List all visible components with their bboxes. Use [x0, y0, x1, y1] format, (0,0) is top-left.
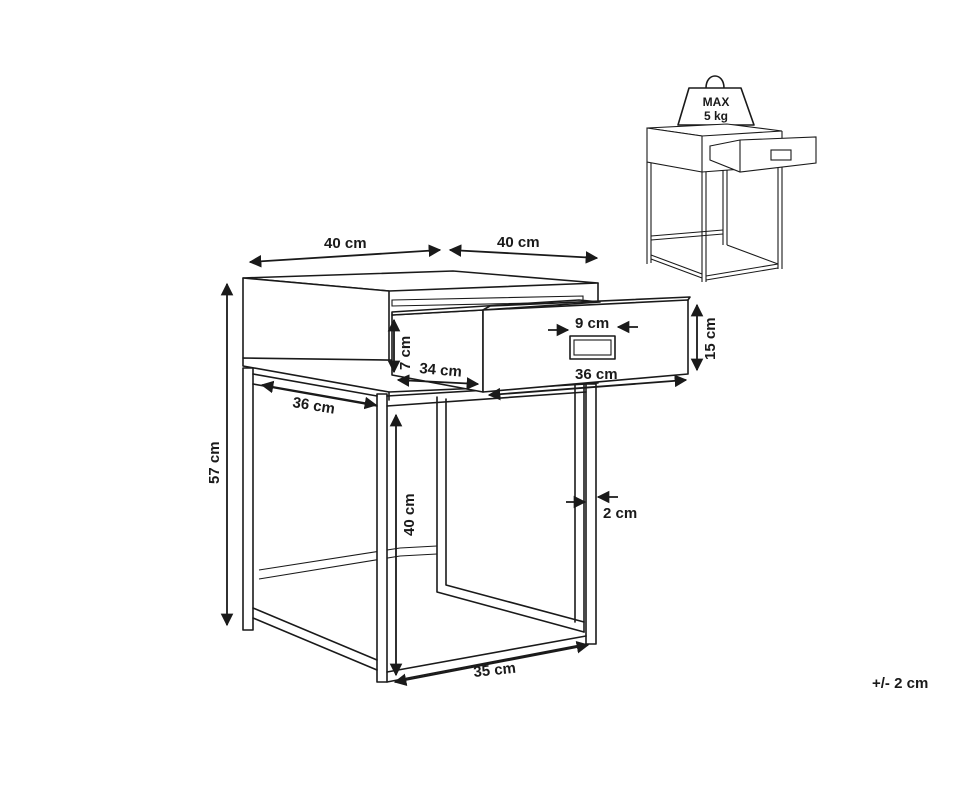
shelf-depth-label: 36 cm	[291, 394, 336, 417]
back-frame	[258, 379, 585, 633]
top-depth-arrow	[448, 244, 599, 264]
dimension-arrows	[220, 244, 704, 687]
top-box	[242, 270, 599, 385]
drawer-width-label: 36 cm	[575, 366, 618, 383]
base-width-label: 35 cm	[473, 660, 517, 681]
top-depth-label: 40 cm	[497, 234, 540, 251]
top-width-label: 40 cm	[324, 235, 367, 252]
weight-max-label: MAX	[703, 95, 730, 109]
drawer	[391, 296, 691, 393]
drawer-width-arrow	[487, 374, 688, 401]
reference-illustration: MAX 5 kg	[646, 75, 817, 282]
drawer-handle	[569, 335, 616, 360]
weight-icon: MAX 5 kg	[677, 75, 755, 126]
drawer-inner-depth-label: 34 cm	[419, 360, 463, 381]
mini-table	[646, 123, 817, 282]
leg-height-label: 40 cm	[401, 493, 418, 536]
drawer-inner-depth-arrow	[396, 374, 480, 390]
main-table-drawing	[242, 270, 691, 683]
shelf-depth-arrow	[260, 380, 378, 410]
drawer-front-height-label: 15 cm	[702, 317, 719, 360]
tolerance-note: +/- 2 cm	[872, 675, 928, 692]
front-frame	[242, 367, 597, 683]
base-width-arrow	[393, 640, 590, 687]
top-width-arrow	[248, 244, 442, 268]
handle-width-label: 9 cm	[575, 315, 609, 332]
dimension-labels: 40 cm 40 cm 57 cm 7 cm 34 cm 36 cm 15 cm…	[206, 234, 719, 681]
frame-thickness-label: 2 cm	[603, 505, 637, 522]
total-height-label: 57 cm	[206, 441, 223, 484]
weight-value-label: 5 kg	[704, 109, 728, 123]
drawer-inner-height-label: 7 cm	[397, 336, 414, 370]
